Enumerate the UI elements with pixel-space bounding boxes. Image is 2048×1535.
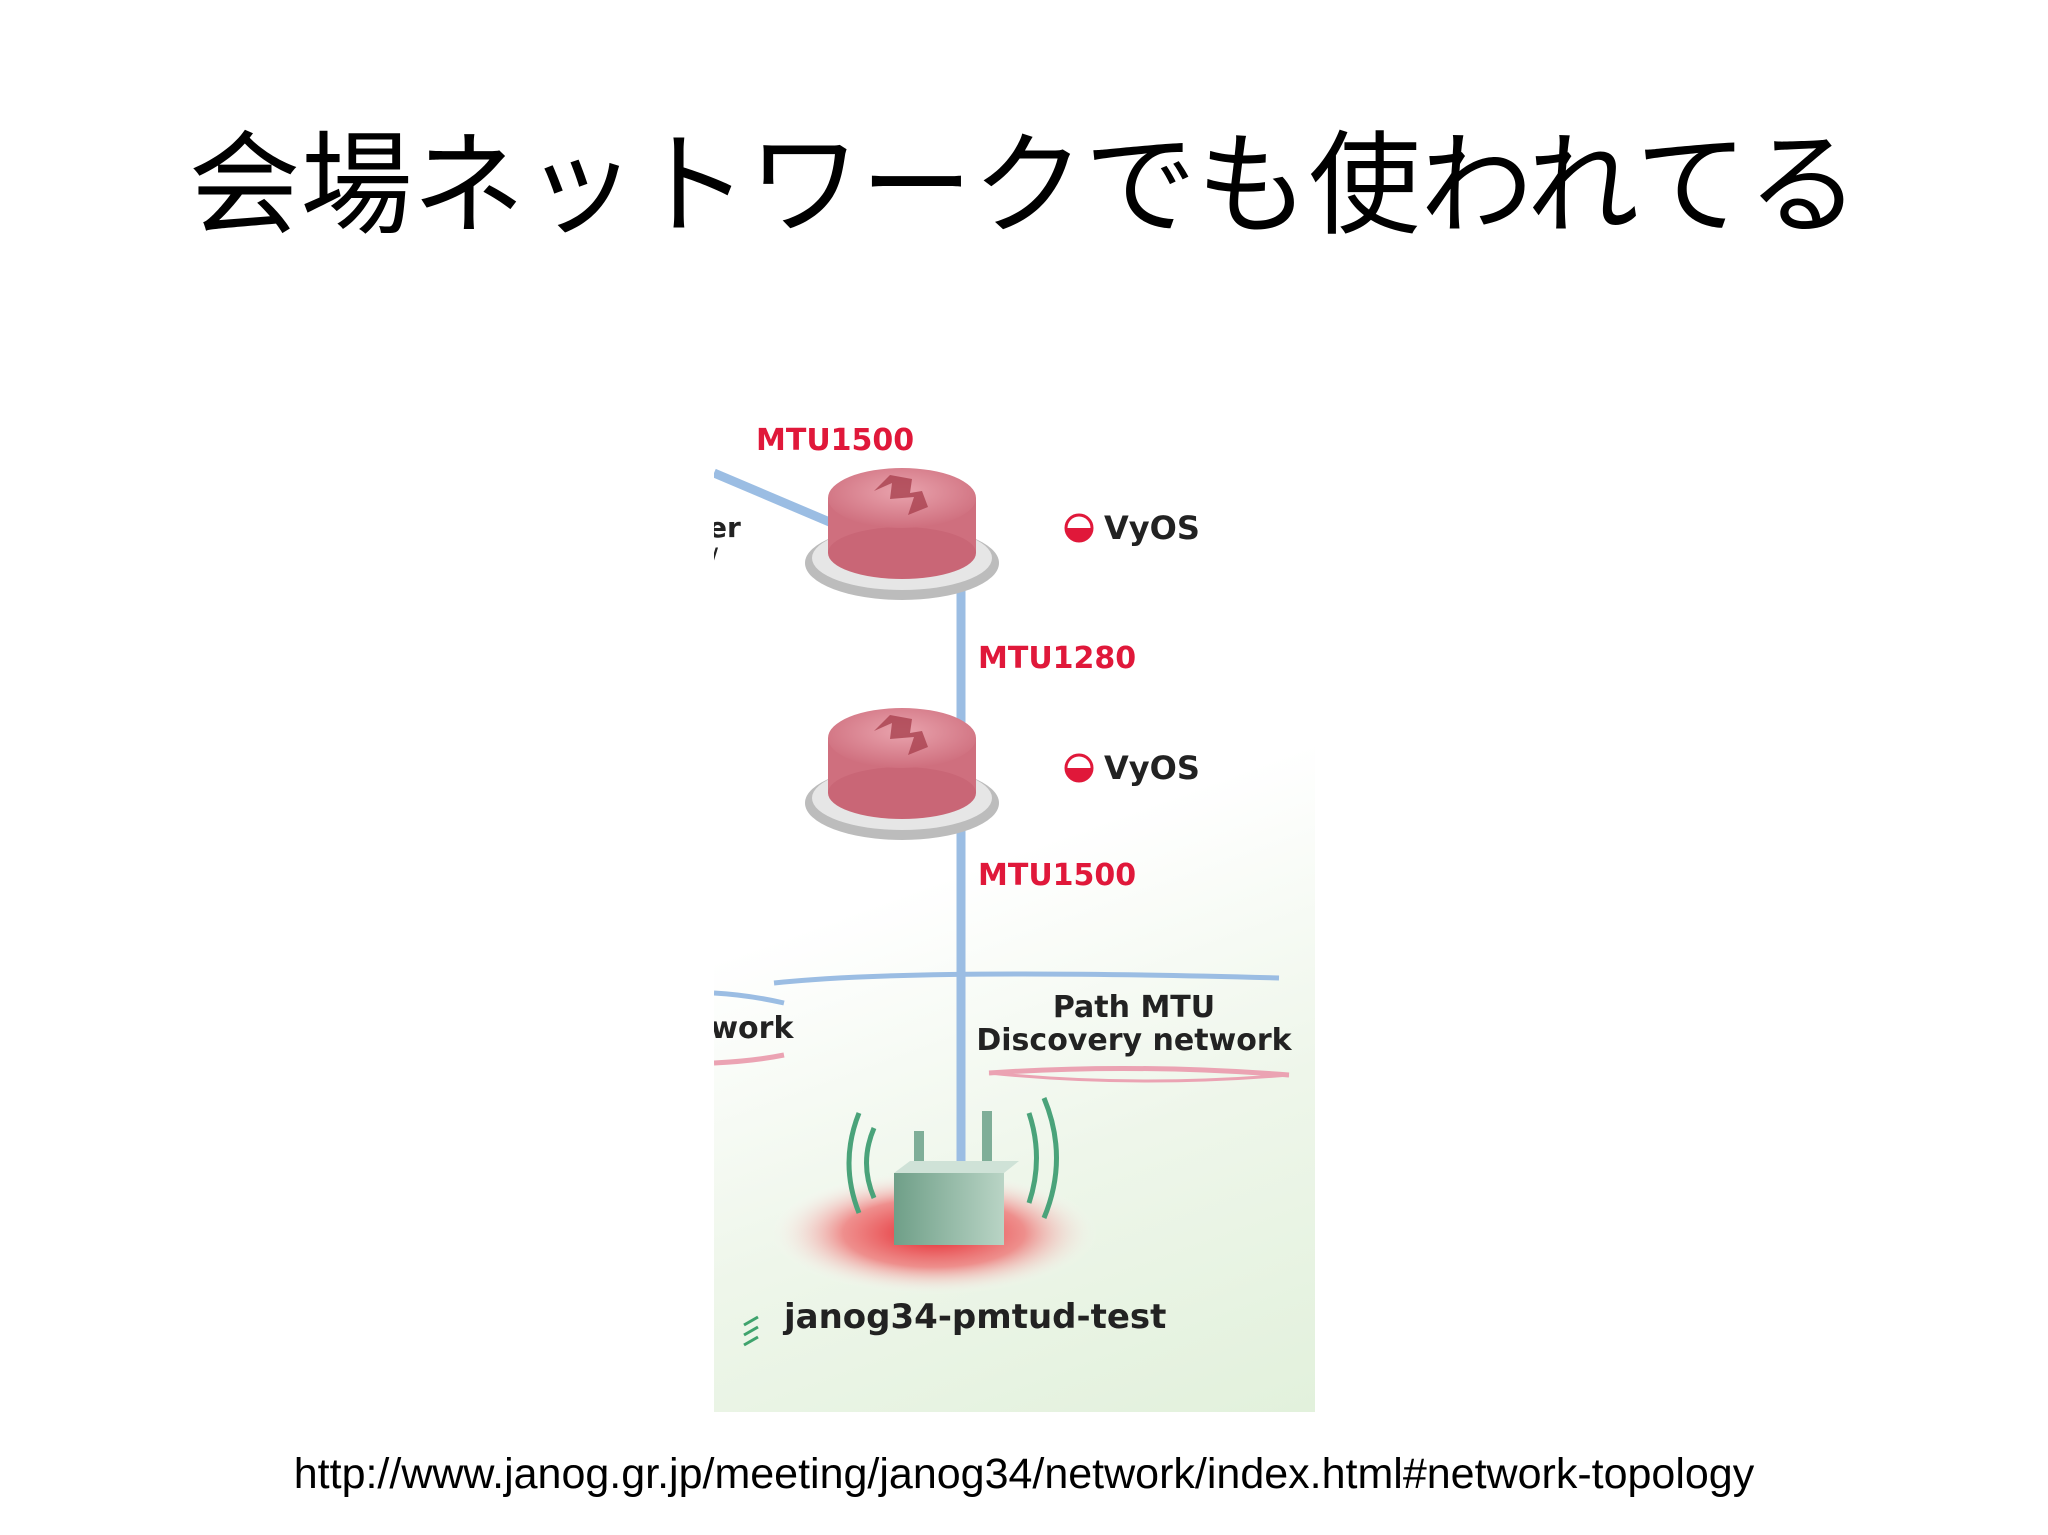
slide-title: 会場ネットワークでも使われてる [188, 121, 1860, 251]
source-url: http://www.janog.gr.jp/meeting/janog34/n… [293, 1450, 1755, 1498]
network-label-line2: Discovery network [976, 1023, 1292, 1058]
cropped-left-label: er [714, 511, 741, 544]
diagram-graphics [714, 468, 1290, 1347]
router-icon [805, 468, 999, 600]
router1-label: VyOS [1104, 509, 1200, 547]
mtu-label-bottom: MTU1500 [978, 858, 1137, 893]
network-topology-diagram: MTU1500 MTU1280 MTU1500 VyOS VyOS er / t… [714, 413, 1315, 1412]
router2-label: VyOS [1104, 749, 1200, 787]
network-label-line1: Path MTU [1052, 990, 1216, 1025]
ap-label-icon [743, 1315, 759, 1347]
network-ring-bottom [988, 1065, 1290, 1078]
vyos-logo-icon [1064, 753, 1094, 783]
wireless-ap-icon [894, 1111, 1019, 1245]
cropped-left-label-2: / [714, 545, 718, 570]
cropped-network-label: twork [714, 1011, 794, 1046]
vyos-logo-icon [1064, 513, 1094, 543]
router-icon [805, 708, 999, 840]
ap-label: janog34-pmtud-test [784, 1297, 1167, 1337]
wifi-icon [846, 1097, 1059, 1219]
network-label: Path MTU Discovery network [964, 991, 1304, 1057]
network-ring-top [773, 971, 1280, 986]
mtu-label-middle: MTU1280 [978, 641, 1137, 676]
mtu-label-top: MTU1500 [756, 423, 915, 458]
